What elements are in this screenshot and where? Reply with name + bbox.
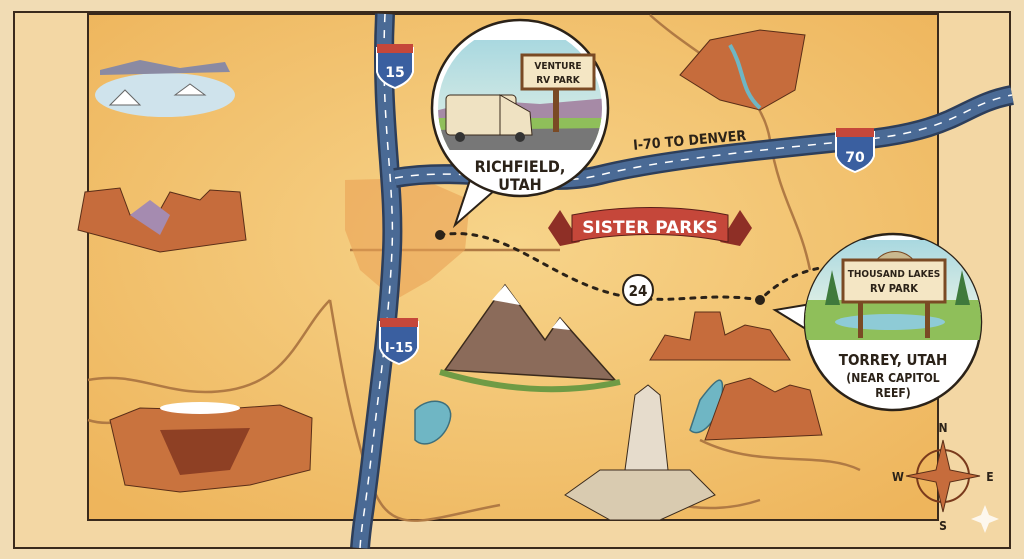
i-15-highway [350, 13, 403, 549]
salt-flats-illustration [95, 60, 235, 117]
svg-text:UTAH: UTAH [498, 175, 541, 194]
rv-illustration [445, 94, 533, 142]
svg-text:W: W [892, 470, 904, 484]
i-15-shield-mid: I-15 [379, 318, 419, 366]
richfield-town-area [345, 178, 470, 300]
venture-rv-park-sign: VENTURE RV PARK [520, 53, 596, 132]
svg-text:RV PARK: RV PARK [870, 282, 918, 295]
sister-parks-banner: SISTER PARKS [548, 207, 752, 246]
svg-text:S: S [939, 519, 947, 533]
canyon-illustration-west [77, 187, 247, 253]
compass-rose: N S E W [892, 421, 994, 533]
svg-text:SISTER PARKS: SISTER PARKS [582, 218, 718, 238]
mountains-illustration [439, 283, 621, 393]
svg-text:I-15: I-15 [385, 341, 413, 356]
river-canyon-illustration [679, 29, 806, 111]
svg-text:70: 70 [845, 150, 865, 166]
red-rock-buttes [649, 311, 823, 441]
svg-text:RV PARK: RV PARK [536, 75, 581, 86]
monument-illustration [564, 384, 716, 521]
svg-text:N: N [938, 421, 947, 435]
thousand-lakes-rv-park-sign: THOUSAND LAKES RV PARK [841, 251, 947, 338]
grand-canyon-illustration [109, 402, 313, 493]
svg-text:E: E [986, 470, 993, 484]
svg-text:24: 24 [629, 282, 648, 300]
i-70-shield: 70 [835, 128, 875, 174]
route-24-marker: 24 [622, 274, 654, 306]
richfield-marker [435, 230, 445, 240]
svg-text:15: 15 [385, 65, 404, 81]
richfield-callout: VENTURE RV PARK RICHFIELD, UTAH [430, 18, 610, 229]
svg-text:TORREY, UTAH: TORREY, UTAH [839, 351, 948, 369]
svg-text:VENTURE: VENTURE [534, 61, 581, 72]
torrey-callout: THOUSAND LAKES RV PARK TORREY, UTAH (NEA… [772, 232, 983, 412]
svg-text:THOUSAND LAKES: THOUSAND LAKES [848, 269, 941, 280]
svg-text:REEF): REEF) [875, 386, 910, 400]
svg-text:RICHFIELD,: RICHFIELD, [475, 157, 566, 176]
sparkle-icon [971, 505, 999, 533]
svg-text:(NEAR CAPITOL: (NEAR CAPITOL [846, 371, 940, 385]
torrey-marker [755, 295, 765, 305]
i-15-shield-top: 15 [376, 44, 414, 90]
